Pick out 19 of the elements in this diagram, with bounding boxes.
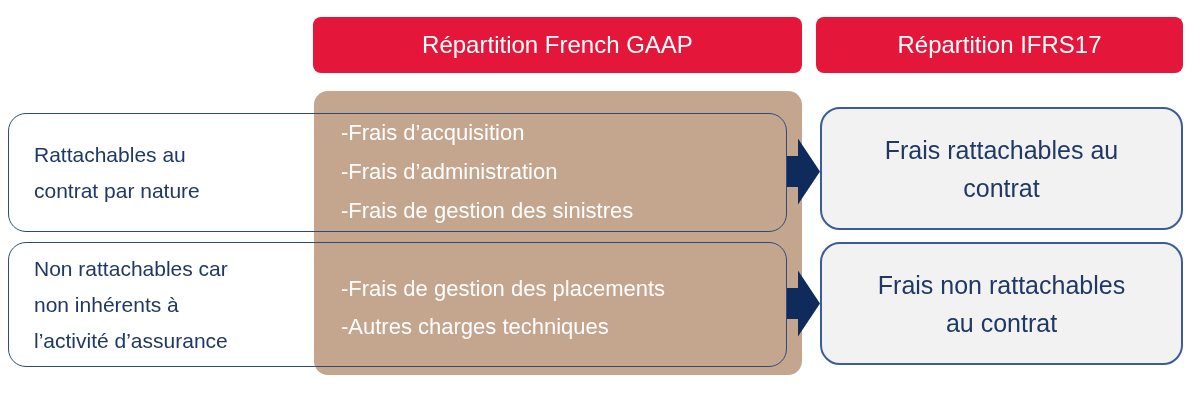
header-bar: [816, 17, 1183, 73]
list-item: -Frais d’acquisition: [341, 119, 525, 147]
list-item: -Frais de gestion des placements: [341, 275, 666, 303]
list-item: -Frais de gestion des sinistres: [341, 197, 634, 225]
block-arrow: [787, 270, 820, 337]
result-box: [820, 107, 1183, 230]
list-item: -Frais d’administration: [341, 158, 558, 186]
result-box: [820, 242, 1183, 365]
category-outline: [8, 242, 787, 367]
header-bar: [313, 17, 802, 73]
header-label: Répartition French GAAP: [422, 30, 693, 60]
category-label: Rattachables au contrat par nature: [34, 141, 201, 204]
result-label: Frais rattachables au contrat: [883, 134, 1120, 204]
category-label: Non rattachables car non inhérents à l’activité d’assurance: [34, 255, 229, 354]
result-label: Frais non rattachables au contrat: [876, 269, 1127, 339]
category-outline: [8, 113, 787, 232]
list-item: -Autres charges techniques: [341, 313, 609, 341]
block-arrow: [787, 138, 820, 205]
header-label: Répartition IFRS17: [897, 30, 1102, 60]
